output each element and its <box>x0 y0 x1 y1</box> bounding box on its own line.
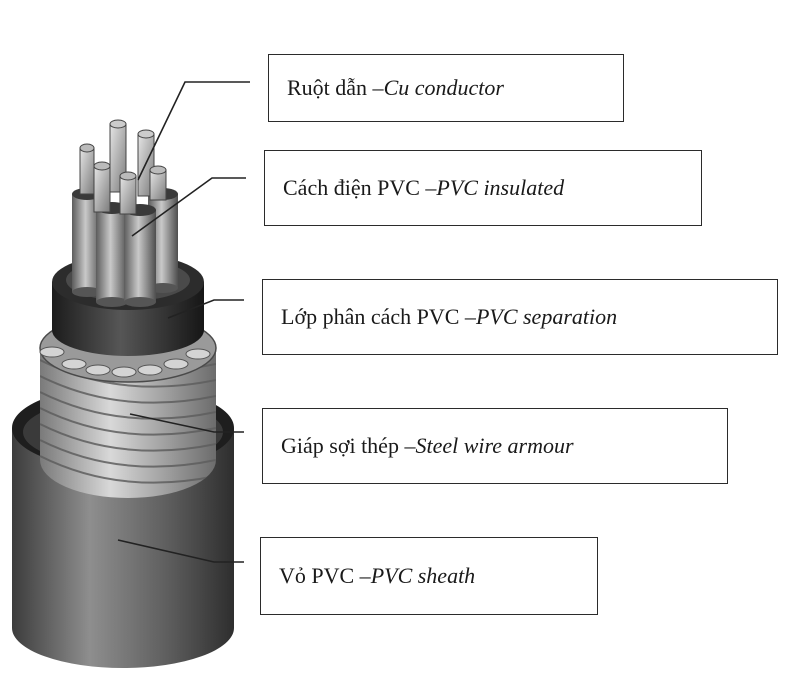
label-vi: Ruột dẫn – <box>287 75 384 100</box>
cu-conductors <box>79 119 167 215</box>
label-steel-wire-armour: Giáp sợi thép – Steel wire armour <box>262 408 728 484</box>
label-cu-conductor: Ruột dẫn – Cu conductor <box>268 54 624 122</box>
label-pvc-sheath: Vỏ PVC – PVC sheath <box>260 537 598 615</box>
leader-insulated <box>131 177 246 237</box>
label-vi: Cách điện PVC – <box>283 175 437 200</box>
label-en: PVC insulated <box>436 175 565 200</box>
leader-sheath <box>117 539 244 563</box>
label-en: PVC separation <box>475 304 618 329</box>
label-pvc-separation: Lớp phân cách PVC – PVC separation <box>262 279 778 355</box>
label-vi: Giáp sợi thép – <box>281 433 416 458</box>
leader-conductor <box>137 81 250 181</box>
leader-lines <box>117 81 250 563</box>
label-en: Cu conductor <box>383 75 504 100</box>
label-en: Steel wire armour <box>415 433 574 458</box>
label-pvc-insulated: Cách điện PVC – PVC insulated <box>264 150 702 226</box>
label-en: PVC sheath <box>370 563 476 588</box>
leader-armour <box>129 413 244 433</box>
leader-separation <box>167 299 244 319</box>
label-vi: Vỏ PVC – <box>279 563 371 588</box>
label-vi: Lớp phân cách PVC – <box>281 304 476 329</box>
